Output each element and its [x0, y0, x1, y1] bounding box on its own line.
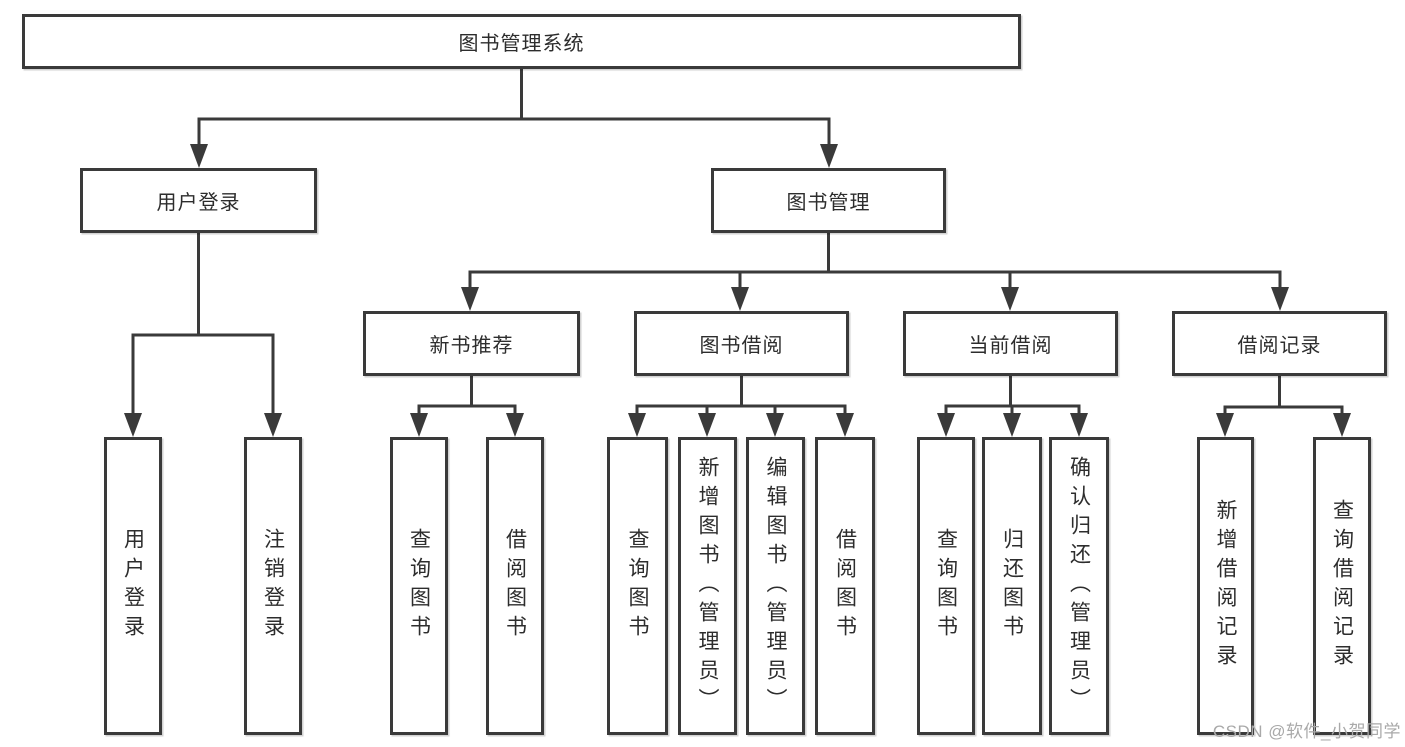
arrowhead: [698, 413, 716, 437]
node-new-book-recommend-label: 新书推荐: [429, 335, 514, 357]
arrowhead: [264, 413, 282, 437]
arrowhead: [461, 287, 479, 311]
leaf-confirm-return-admin: 确认归还（管理员）: [1049, 437, 1109, 735]
leaf-query-books-current-label: 查询图书: [934, 528, 958, 644]
node-user-login-label: 用户登录: [156, 192, 241, 214]
leaf-query-books-borrow-label: 查询图书: [626, 528, 649, 644]
arrowhead: [1271, 287, 1289, 311]
leaf-query-borrow-record: 查询借阅记录: [1313, 437, 1371, 735]
connector-user-login-group: [131, 233, 275, 415]
leaf-borrow-books-label: 借阅图书: [833, 528, 857, 644]
leaf-borrow-books-recommend: 借阅图书: [486, 437, 544, 735]
node-book-borrow: 图书借阅: [634, 311, 849, 376]
node-new-book-recommend: 新书推荐: [363, 311, 580, 376]
arrowhead: [937, 413, 955, 437]
arrowhead: [1003, 413, 1021, 437]
node-root-label: 图书管理系统: [458, 33, 585, 55]
leaf-return-book: 归还图书: [982, 437, 1042, 735]
leaf-logout: 注销登录: [244, 437, 302, 735]
leaf-query-books-recommend: 查询图书: [390, 437, 448, 735]
leaf-query-borrow-record-label: 查询借阅记录: [1330, 499, 1354, 673]
arrowhead: [628, 413, 646, 437]
leaf-edit-book-admin: 编辑图书（管理员）: [746, 437, 805, 735]
leaf-confirm-return-admin-label: 确认归还（管理员）: [1067, 455, 1091, 717]
node-borrow-records: 借阅记录: [1172, 311, 1387, 376]
node-book-management: 图书管理: [711, 168, 946, 233]
node-user-login: 用户登录: [80, 168, 317, 233]
watermark: CSDN @软件_小贺同学: [1212, 722, 1401, 741]
leaf-query-books-recommend-label: 查询图书: [407, 528, 431, 644]
leaf-query-books-borrow: 查询图书: [607, 437, 668, 735]
arrowhead: [190, 144, 208, 168]
node-borrow-records-label: 借阅记录: [1237, 335, 1322, 357]
leaf-user-login: 用户登录: [104, 437, 162, 735]
connector-new-book-group: [417, 376, 517, 415]
node-current-borrow-label: 当前借阅: [968, 335, 1053, 357]
leaf-query-books-current: 查询图书: [917, 437, 975, 735]
arrowhead: [1070, 413, 1088, 437]
leaf-logout-label: 注销登录: [261, 528, 285, 644]
leaf-user-login-label: 用户登录: [121, 528, 145, 644]
arrowhead: [731, 287, 749, 311]
node-book-borrow-label: 图书借阅: [699, 335, 784, 357]
node-current-borrow: 当前借阅: [903, 311, 1118, 376]
leaf-return-book-label: 归还图书: [1000, 528, 1024, 644]
arrowhead: [1333, 413, 1351, 437]
leaf-add-book-admin-label: 新增图书（管理员）: [696, 455, 719, 717]
arrowhead: [1216, 413, 1234, 437]
connector-book-borrow-group: [635, 376, 847, 415]
connector-root: [197, 69, 831, 146]
leaf-add-borrow-record: 新增借阅记录: [1197, 437, 1254, 735]
arrowhead: [820, 144, 838, 168]
leaf-add-borrow-record-label: 新增借阅记录: [1214, 499, 1237, 673]
leaf-borrow-books: 借阅图书: [815, 437, 875, 735]
connector-current-borrow-group: [944, 376, 1081, 415]
connector-book-management-group: [468, 233, 1282, 288]
arrowhead: [766, 413, 784, 437]
leaf-edit-book-admin-label: 编辑图书（管理员）: [764, 455, 787, 717]
connector-borrow-records-group: [1223, 376, 1344, 415]
arrowhead: [836, 413, 854, 437]
node-book-management-label: 图书管理: [786, 192, 871, 214]
node-root: 图书管理系统: [22, 14, 1021, 69]
arrowhead: [506, 413, 524, 437]
leaf-add-book-admin: 新增图书（管理员）: [678, 437, 737, 735]
leaf-borrow-books-recommend-label: 借阅图书: [503, 528, 527, 644]
arrowhead: [124, 413, 142, 437]
arrowhead: [1001, 287, 1019, 311]
arrowhead: [410, 413, 428, 437]
